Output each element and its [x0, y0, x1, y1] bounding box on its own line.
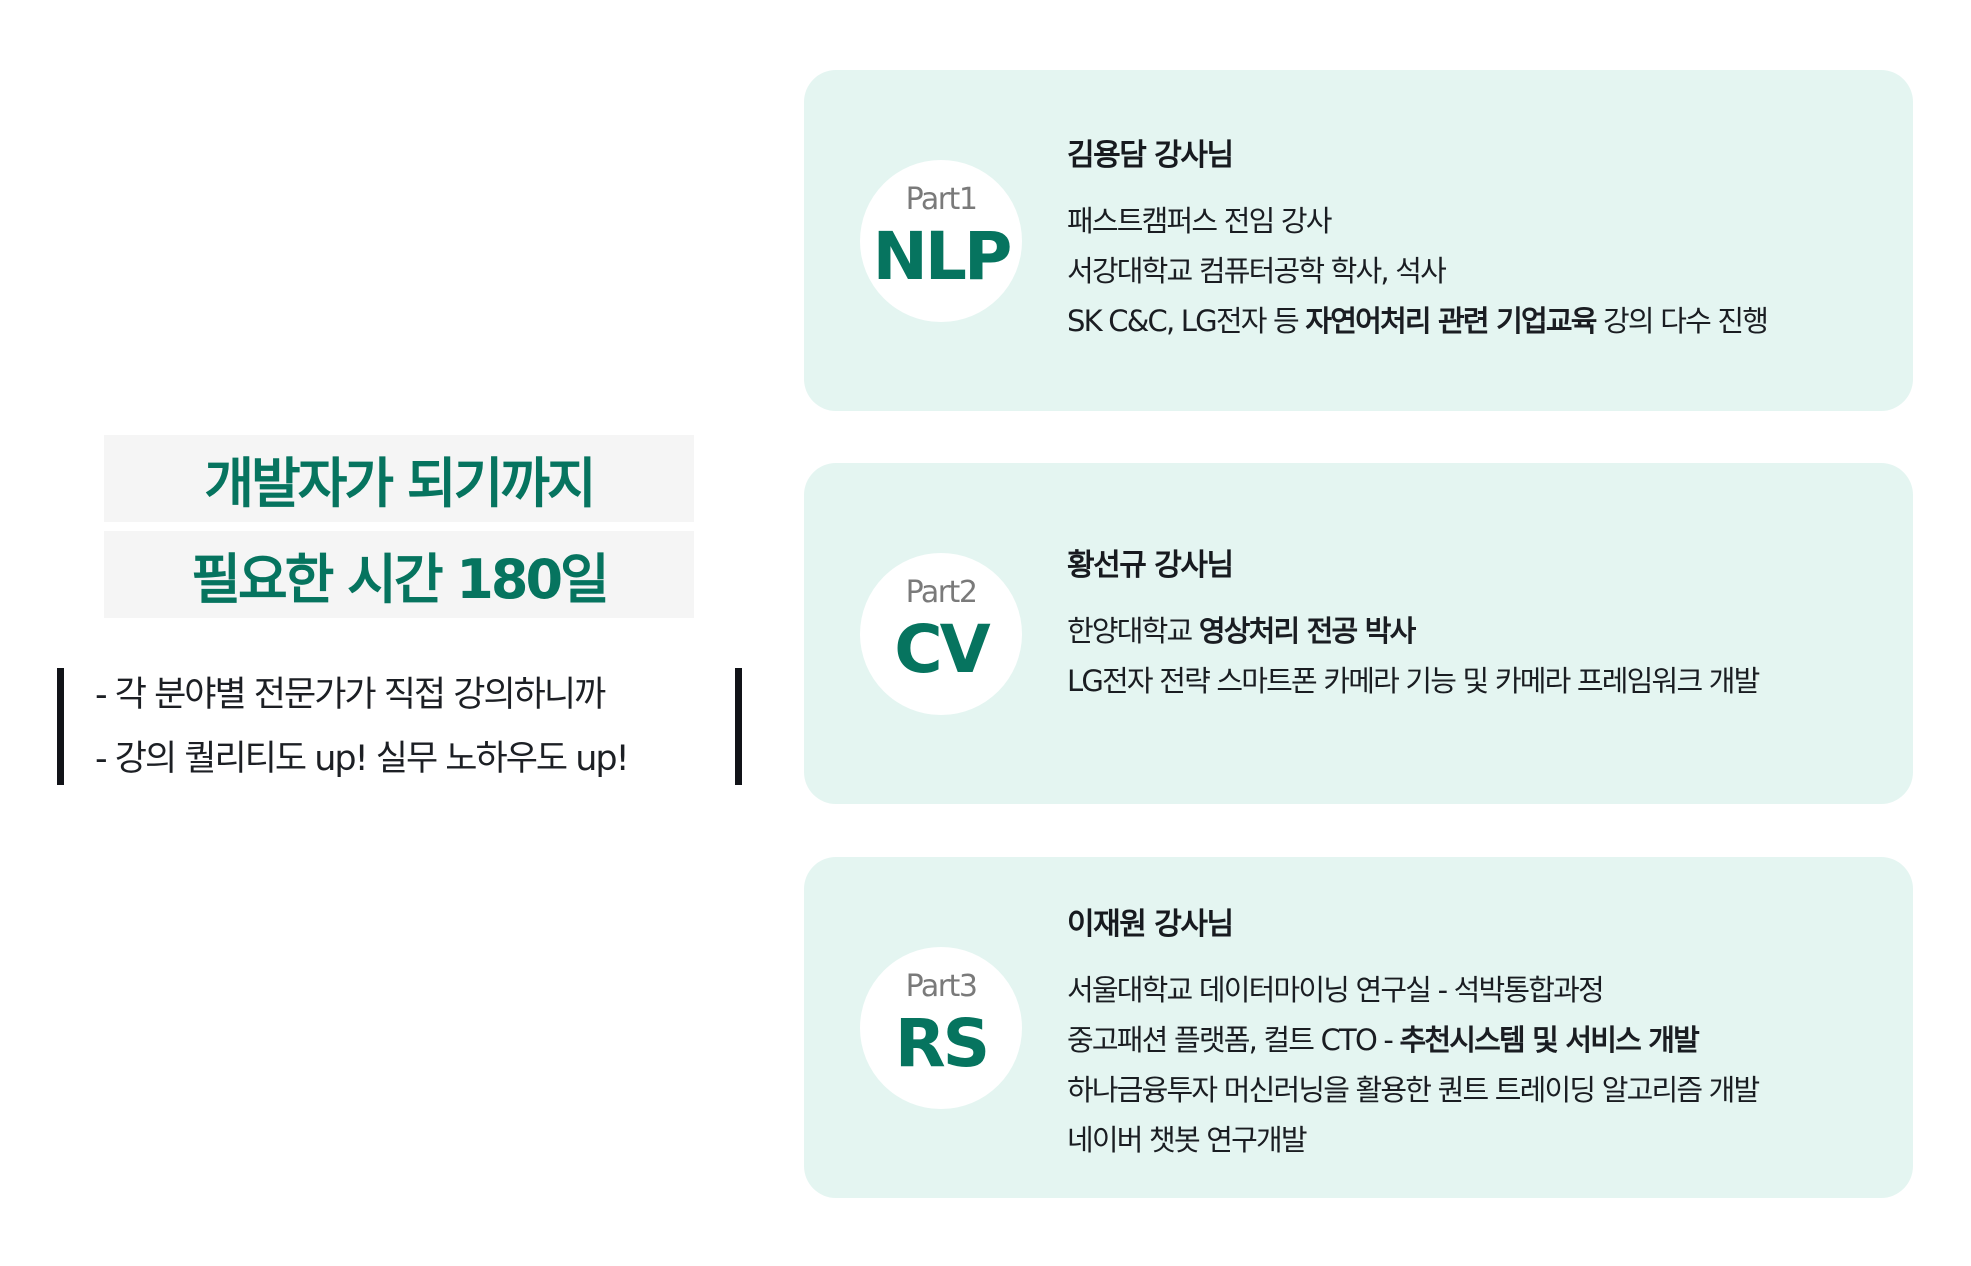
career-line: 네이버 챗봇 연구개발: [1067, 1123, 1308, 1157]
career-line: LG전자 전략 스마트폰 카메라 기능 및 카메라 프레임워크 개발: [1067, 664, 1760, 698]
career-line: 중고패션 플랫폼, 컬트 CTO - 추천시스템 및 서비스 개발: [1067, 1023, 1700, 1057]
instructor-info: 황선규 강사님 한양대학교 영상처리 전공 박사 LG전자 전략 스마트폰 카메…: [1067, 548, 1760, 706]
instructor-name: 황선규 강사님: [1067, 548, 1234, 583]
instructor-card-rs: Part3 RS 이재원 강사님 서울대학교 데이터마이닝 연구실 - 석박통합…: [804, 857, 1913, 1198]
quote-bar-right: [735, 668, 742, 785]
part-abbr: RS: [894, 1005, 990, 1082]
instructor-name: 이재원 강사님: [1067, 907, 1234, 942]
career-line: SK C&C, LG전자 등 자연어처리 관련 기업교육 강의 다수 진행: [1067, 304, 1769, 338]
part-abbr: CV: [894, 611, 991, 688]
headline-line-1: 개발자가 되기까지: [104, 435, 694, 522]
part-abbr: NLP: [872, 218, 1013, 295]
headline-text-1: 개발자가 되기까지: [204, 452, 596, 515]
part-badge: Part3 RS: [860, 947, 1022, 1109]
career-line: 하나금융투자 머신러닝을 활용한 퀀트 트레이딩 알고리즘 개발: [1067, 1073, 1760, 1107]
career-line: 한양대학교 영상처리 전공 박사: [1067, 614, 1416, 648]
headline-text-2: 필요한 시간 180일: [191, 548, 609, 611]
part-label: Part3: [905, 969, 978, 1004]
instructor-info: 김용담 강사님 패스트캠퍼스 전임 강사 서강대학교 컴퓨터공학 학사, 석사 …: [1067, 138, 1769, 346]
highlight-text: 영상처리 전공 박사: [1198, 614, 1416, 648]
career-line: 서울대학교 데이터마이닝 연구실 - 석박통합과정: [1067, 973, 1605, 1007]
part-label: Part2: [905, 575, 978, 610]
highlight-text: 자연어처리 관련 기업교육: [1305, 304, 1597, 338]
quote-line-2: - 강의 퀄리티도 up! 실무 노하우도 up!: [95, 739, 630, 779]
part-badge: Part2 CV: [860, 553, 1022, 715]
quote-block: - 각 분야별 전문가가 직접 강의하니까 - 강의 퀄리티도 up! 실무 노…: [57, 668, 742, 785]
instructor-name: 김용담 강사님: [1067, 138, 1234, 173]
part-label: Part1: [905, 182, 978, 217]
highlight-text: 추천시스템 및 서비스 개발: [1399, 1023, 1699, 1057]
instructor-card-nlp: Part1 NLP 김용담 강사님 패스트캠퍼스 전임 강사 서강대학교 컴퓨터…: [804, 70, 1913, 411]
career-line: 패스트캠퍼스 전임 강사: [1067, 204, 1332, 238]
part-badge: Part1 NLP: [860, 160, 1022, 322]
quote-line-1: - 각 분야별 전문가가 직접 강의하니까: [95, 675, 606, 715]
career-line: 서강대학교 컴퓨터공학 학사, 석사: [1067, 254, 1447, 288]
quote-bar-left: [57, 668, 64, 785]
headline-line-2: 필요한 시간 180일: [104, 531, 694, 618]
instructor-info: 이재원 강사님 서울대학교 데이터마이닝 연구실 - 석박통합과정 중고패션 플…: [1067, 907, 1760, 1165]
instructor-card-cv: Part2 CV 황선규 강사님 한양대학교 영상처리 전공 박사 LG전자 전…: [804, 463, 1913, 804]
